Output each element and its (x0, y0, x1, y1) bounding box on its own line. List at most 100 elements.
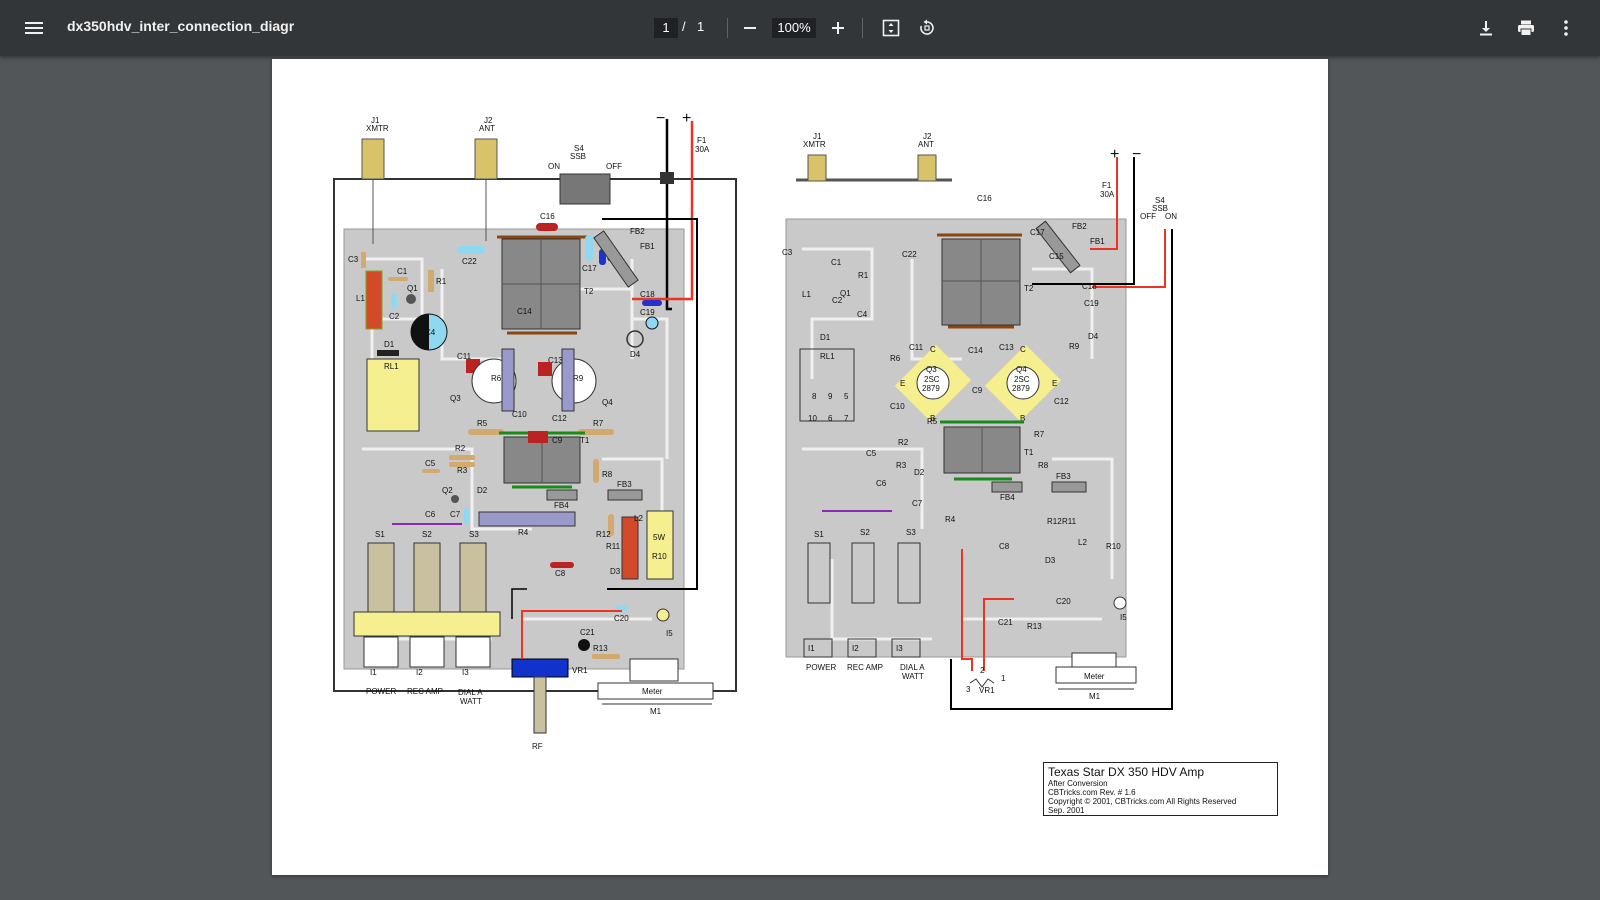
left-watt-label: WATT (460, 697, 482, 706)
right-q3-c: C (930, 345, 936, 354)
left-q3-label: Q3 (450, 394, 461, 403)
right-r6-label: R6 (890, 354, 901, 363)
more-options-button[interactable] (1550, 12, 1582, 44)
caption-line: CBTricks.com Rev. # 1.6 (1048, 788, 1136, 797)
left-s1-label: S1 (375, 530, 385, 539)
right-off-label: OFF (1140, 212, 1156, 221)
more-vert-icon (1564, 20, 1568, 36)
left-c6-label: C6 (425, 510, 436, 519)
right-q3-part: 2SC (924, 375, 940, 384)
right-c20-label: C20 (1056, 597, 1071, 606)
right-d3-label: D3 (1045, 556, 1056, 565)
right-r10-label: R10 (1106, 542, 1121, 551)
left-fb4-label: FB4 (554, 501, 569, 510)
left-c1-label: C1 (397, 267, 408, 276)
right-c17-label: C17 (1030, 228, 1045, 237)
left-c9-label: C9 (552, 436, 563, 445)
right-fb2-label: FB2 (1072, 222, 1087, 231)
left-c8-label: C8 (555, 569, 566, 578)
right-n8: 8 (812, 392, 817, 401)
left-c2-label: C2 (389, 312, 400, 321)
right-q4-part: 2SC (1014, 375, 1030, 384)
left-s3-label: S3 (469, 530, 479, 539)
right-r3-label: R3 (896, 461, 907, 470)
total-pages: 1 (697, 19, 705, 34)
current-page-input[interactable]: 1 (654, 18, 678, 38)
right-q4-num: 2879 (1012, 384, 1030, 393)
right-c13-label: C13 (999, 343, 1014, 352)
download-icon (1480, 21, 1492, 36)
left-r1-label: R1 (436, 277, 447, 286)
left-plus-label: + (682, 110, 691, 127)
right-f1-label: F1 (1102, 181, 1112, 190)
right-c22-label: C22 (902, 250, 917, 259)
left-r4-label: R4 (518, 528, 529, 537)
menu-button[interactable] (18, 12, 50, 44)
right-r2-label: R2 (898, 438, 909, 447)
zoom-in-button[interactable] (822, 12, 854, 44)
right-power-label: POWER (806, 663, 836, 672)
toolbar-divider (727, 18, 728, 38)
right-q3: Q3 2SC 2879 C E B (894, 344, 972, 423)
right-r7-label: R7 (1034, 430, 1045, 439)
left-c13-label: C13 (548, 356, 563, 365)
left-meter-label: Meter (642, 687, 663, 696)
right-j2-label: J2 (923, 132, 932, 141)
right-vr-pin1: 1 (1001, 674, 1006, 683)
right-rec-amp-label: REC AMP (847, 663, 883, 672)
right-s1-label: S1 (814, 530, 824, 539)
zoom-out-button[interactable] (734, 12, 766, 44)
right-vr1-label: VR1 (979, 686, 995, 695)
right-c8-label: C8 (999, 542, 1010, 551)
fit-page-button[interactable] (875, 12, 907, 44)
left-c19-label: C19 (640, 308, 655, 317)
right-r12-label: R12 (1047, 517, 1062, 526)
right-t2-label: T2 (1024, 284, 1034, 293)
right-i2-label: I2 (852, 644, 859, 653)
right-xmtr-label: XMTR (803, 140, 826, 149)
right-q4-name: Q4 (1016, 365, 1027, 374)
right-r11-label: R11 (1062, 517, 1077, 526)
left-c5-label: C5 (425, 459, 436, 468)
right-d1-label: D1 (820, 333, 831, 342)
right-q4-b: B (1020, 414, 1025, 423)
caption-box: Texas Star DX 350 HDV Amp After Conversi… (1043, 762, 1278, 816)
download-button[interactable] (1470, 12, 1502, 44)
caption-line: Copyright © 2001, CBTricks.com All Right… (1048, 797, 1237, 806)
left-off-label: OFF (606, 162, 622, 171)
rotate-button[interactable] (911, 12, 943, 44)
toolbar-divider (862, 18, 863, 38)
right-c3-label: C3 (782, 248, 793, 257)
right-q4-c: C (1020, 345, 1026, 354)
left-c10-label: C10 (512, 410, 527, 419)
right-j1-label: J1 (813, 132, 822, 141)
zoom-level-input[interactable]: 100% (772, 18, 816, 38)
left-c21-label: C21 (580, 628, 595, 637)
right-diagram: J1 XMTR J2 ANT + − F1 30A S4 SSB OFF ON … (782, 132, 1177, 710)
left-d3-label: D3 (610, 567, 621, 576)
right-r9-label: R9 (1069, 342, 1080, 351)
left-diagram: J1 XMTR J2 ANT S4 SSB ON OFF − + F1 30A … (333, 110, 737, 751)
right-n7: 7 (844, 414, 849, 423)
right-c5-label: C5 (866, 449, 877, 458)
right-c21-label: C21 (998, 618, 1013, 627)
left-c7-label: C7 (450, 510, 461, 519)
left-minus-label: − (656, 110, 665, 127)
right-vr-pin2: 2 (980, 666, 985, 675)
right-c19-label: C19 (1084, 299, 1099, 308)
left-l2-label: L2 (634, 514, 643, 523)
left-i2-label: I2 (416, 668, 423, 677)
print-button[interactable] (1510, 12, 1542, 44)
right-s2-label: S2 (860, 528, 870, 537)
right-c6-label: C6 (876, 479, 887, 488)
right-rl1-label: RL1 (820, 352, 835, 361)
right-n10: 10 (808, 414, 817, 423)
right-s3-label: S3 (906, 528, 916, 537)
right-c9-label: C9 (972, 386, 983, 395)
left-c4-label: C4 (425, 328, 436, 337)
right-m1-label: M1 (1089, 692, 1101, 701)
right-ssb-label: SSB (1152, 204, 1168, 213)
right-dial-a-label: DIAL A (900, 663, 925, 672)
left-c12-label: C12 (552, 414, 567, 423)
right-minus-label: − (1132, 146, 1141, 163)
